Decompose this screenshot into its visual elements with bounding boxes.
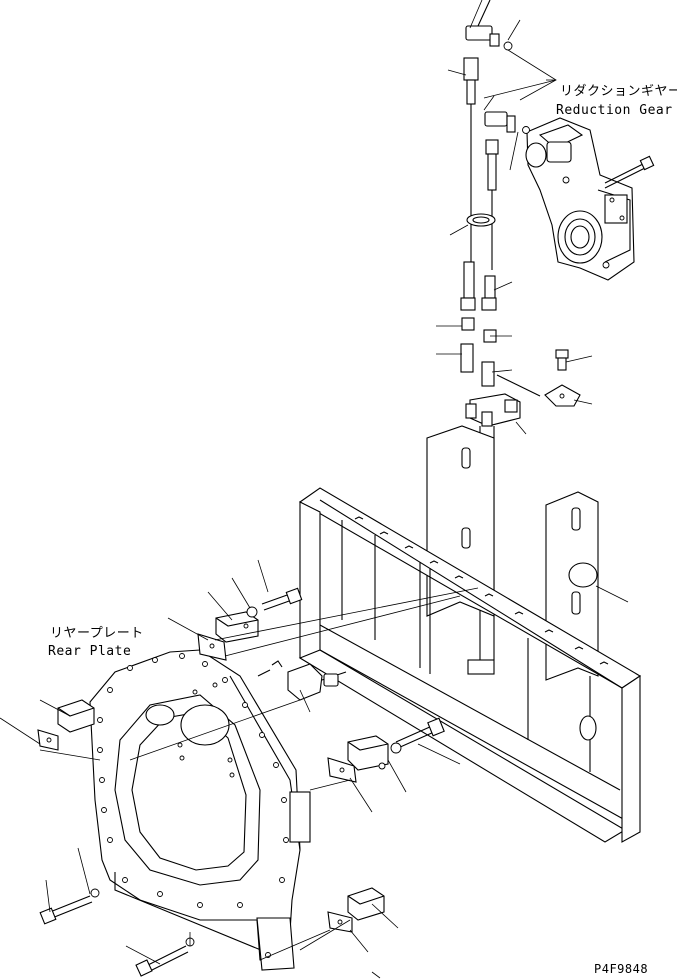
upper-hose-left	[463, 57, 479, 270]
plug-fitting	[555, 349, 569, 371]
hose-clamp	[466, 213, 496, 227]
rear-plate	[89, 649, 311, 971]
rear-plate-label-jp: リヤープレート	[50, 626, 144, 641]
o-ring-top	[503, 41, 513, 51]
upper-hose-right	[485, 139, 499, 270]
top-elbow-fitting	[465, 0, 500, 47]
assembly-reference-lines	[39, 49, 557, 961]
lower-hoses	[460, 261, 497, 387]
mounting-bracket	[257, 660, 347, 701]
small-bracket	[544, 384, 581, 407]
drawing-number: P4F9848	[594, 962, 649, 976]
lower-right-blocks	[327, 887, 385, 933]
reduction-gear-label-jp: リダクションギヤー	[560, 84, 677, 99]
o-ring-middle	[522, 126, 530, 134]
lower-left-bolt	[39, 888, 195, 977]
reduction-gear-assembly	[525, 117, 635, 281]
reduction-gear-label-en: Reduction Gear	[556, 103, 673, 118]
upper-bolt	[246, 587, 303, 618]
middle-bolt-and-blocks	[327, 717, 445, 783]
upper-left-blocks	[37, 611, 259, 751]
gear-mount-bolt	[604, 155, 655, 189]
callout-leaders	[0, 0, 629, 979]
main-frame	[298, 425, 642, 843]
middle-elbow-fitting	[484, 111, 516, 133]
rear-plate-label-en: Rear Plate	[48, 644, 132, 659]
